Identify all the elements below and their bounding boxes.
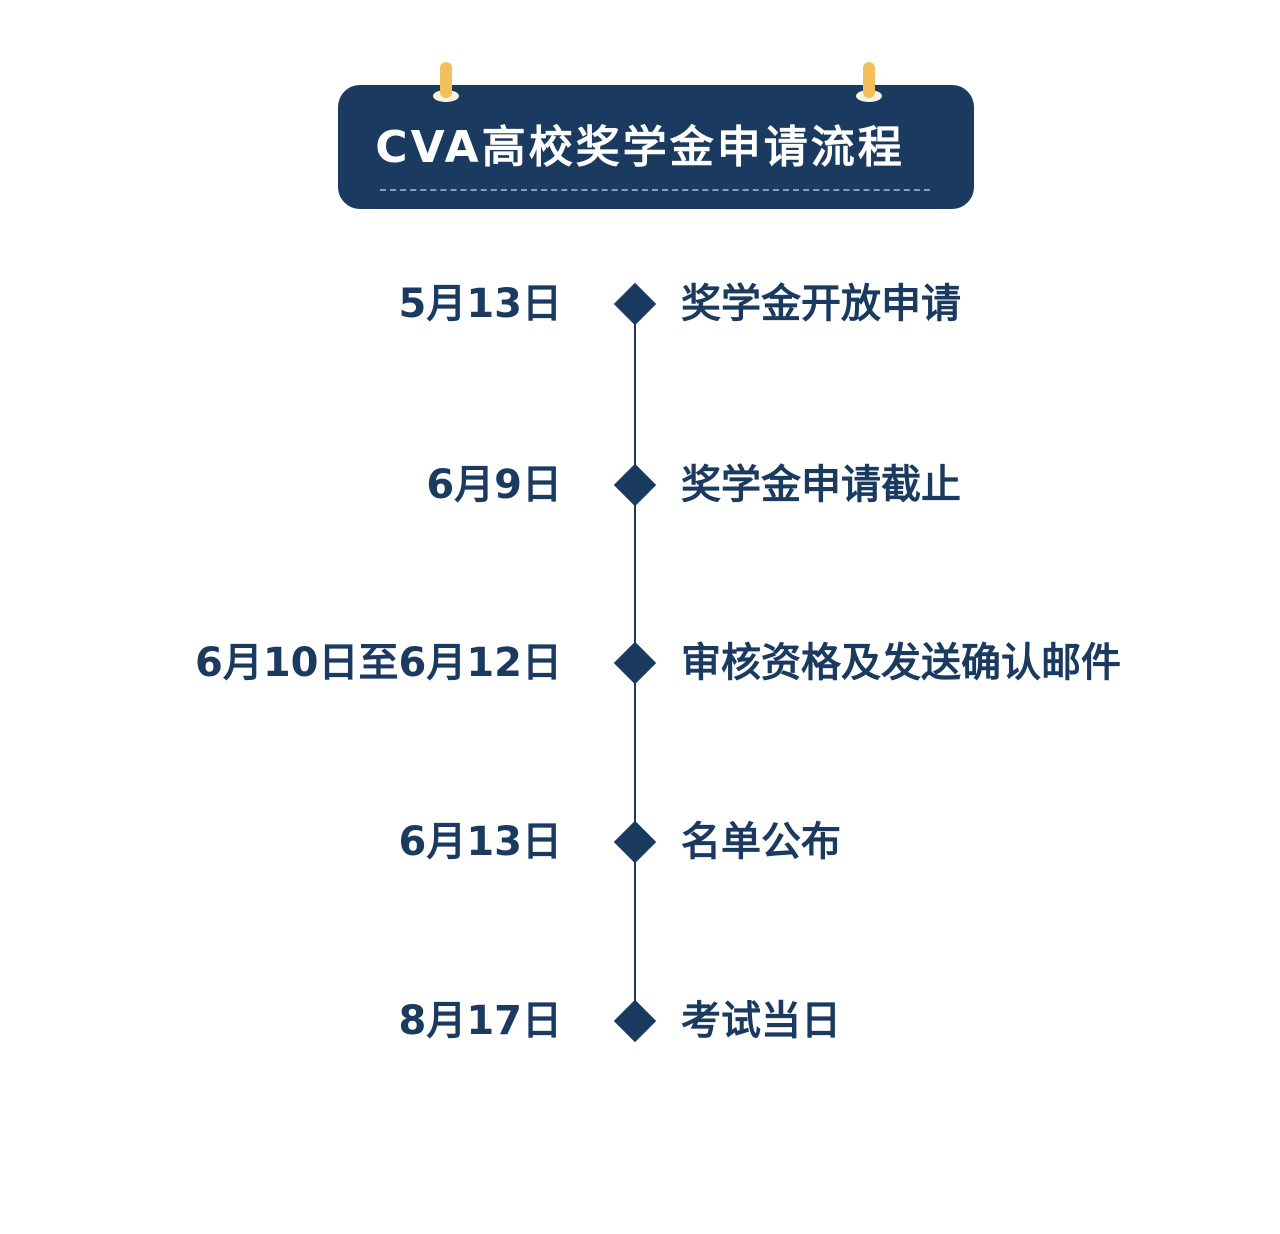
diamond-marker-icon [613, 282, 657, 326]
diamond-marker-icon [613, 999, 657, 1043]
page-title: CVA高校奖学金申请流程 [375, 122, 905, 173]
timeline-event: 8月17日 考试当日 [0, 986, 1280, 1056]
event-label: 考试当日 [681, 998, 841, 1044]
event-date: 6月10日至6月12日 [195, 640, 562, 686]
event-label: 名单公布 [681, 819, 841, 865]
diamond-marker-icon [613, 820, 657, 864]
timeline-event: 6月9日 奖学金申请截止 [0, 450, 1280, 520]
timeline-event: 6月13日 名单公布 [0, 807, 1280, 877]
right-pin-icon [856, 62, 882, 106]
diamond-marker-icon [613, 463, 657, 507]
timeline-event: 6月10日至6月12日 审核资格及发送确认邮件 [0, 628, 1280, 698]
event-date: 5月13日 [398, 281, 563, 327]
event-label: 奖学金开放申请 [681, 281, 961, 327]
event-date: 6月9日 [426, 462, 562, 508]
title-banner [338, 85, 974, 209]
timeline-event: 5月13日 奖学金开放申请 [0, 269, 1280, 339]
left-pin-icon [433, 62, 459, 106]
diamond-marker-icon [613, 641, 657, 685]
event-date: 6月13日 [398, 819, 563, 865]
event-label: 审核资格及发送确认邮件 [681, 640, 1121, 686]
event-date: 8月17日 [398, 998, 563, 1044]
event-label: 奖学金申请截止 [681, 462, 961, 508]
title-dashed-divider [380, 189, 930, 191]
